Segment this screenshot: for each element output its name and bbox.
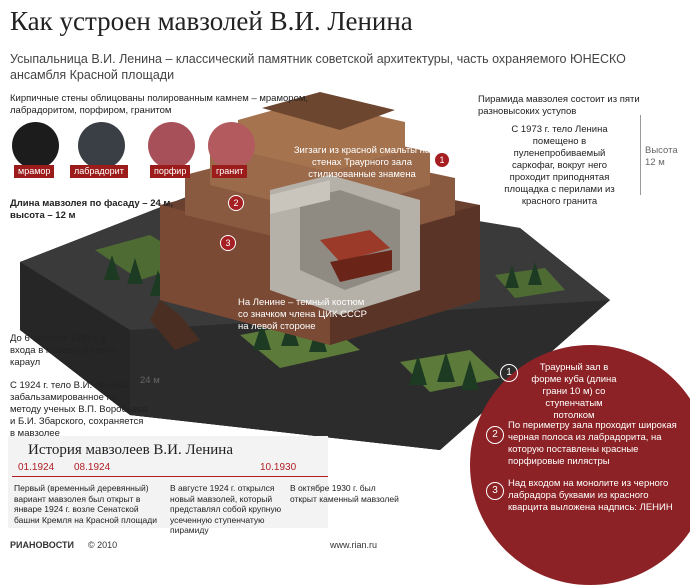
- walls-note: Кирпичные стены облицованы полированным …: [10, 93, 309, 116]
- granite-swatch: [208, 122, 255, 169]
- marker-3: 3: [220, 235, 236, 251]
- marker-1: 1: [434, 152, 450, 168]
- suit-note: На Ленине – темный костюм со значком чле…: [238, 297, 368, 332]
- page-subtitle: Усыпальница В.И. Ленина – классический п…: [10, 52, 626, 82]
- history-date-1: 01.1924: [18, 462, 55, 473]
- legend-num-1: 1: [500, 364, 518, 382]
- labradorite-swatch: [78, 122, 125, 169]
- marker-2: 2: [228, 195, 244, 211]
- size-note-1: Длина мавзолея по фасаду – 24 м,: [10, 198, 174, 209]
- embalm-note: С 1924 г. тело В.И. Ленина, забальзамиро…: [10, 380, 148, 439]
- porphyry-label: порфир: [150, 165, 191, 178]
- history-item-2: В августе 1924 г. открылся новый мавзоле…: [170, 483, 282, 535]
- marble-label: мрамор: [14, 165, 55, 178]
- history-title: История мавзолеев В.И. Ленина: [28, 442, 233, 458]
- copyright: © 2010: [88, 540, 118, 550]
- page-title: Как устроен мавзолей В.И. Ленина: [10, 6, 413, 36]
- granite-label: гранит: [212, 165, 248, 178]
- pyramid-note: Пирамида мавзолея состоит из пяти разнов…: [478, 94, 640, 117]
- sarcophagus-note: С 1973 г. тело Ленина помещено в пуленеп…: [504, 124, 615, 207]
- zigzag-note: Зигзаги из красной смальты на стенах Тра…: [293, 145, 431, 180]
- legend-num-2: 2: [486, 426, 504, 444]
- legend-text-1: Траурный зал в форме куба (длина грани 1…: [531, 362, 617, 421]
- labradorite-label: лабрадорит: [70, 165, 128, 178]
- site-link[interactable]: www.rian.ru: [330, 540, 378, 550]
- height-line: [640, 115, 641, 195]
- legend-text-3: Над входом на монолите из черного лабрад…: [508, 478, 673, 513]
- history-date-2: 08.1924: [74, 462, 111, 473]
- guard-note: До 6 октября 1993 г. у входа в мавзолей …: [10, 333, 116, 368]
- porphyry-swatch: [148, 122, 195, 169]
- marble-swatch: [12, 122, 59, 169]
- timeline-line: [12, 476, 328, 477]
- legend-num-3: 3: [486, 482, 504, 500]
- size-note-2: высота – 12 м: [10, 210, 76, 221]
- history-box: [8, 436, 328, 528]
- legend-panel: [470, 345, 690, 585]
- height-label: Высота 12 м: [645, 145, 678, 168]
- length-label: 24 м: [140, 375, 160, 386]
- legend-text-2: По периметру зала проходит широкая черна…: [508, 420, 677, 467]
- brand-logo: РИАНОВОСТИ: [10, 540, 74, 550]
- history-item-3: В октябре 1930 г. был открыт каменный ма…: [290, 483, 399, 504]
- history-item-1: Первый (временный деревянный) вариант ма…: [14, 483, 157, 525]
- mausoleum-illustration: [20, 92, 610, 450]
- history-date-3: 10.1930: [260, 462, 297, 473]
